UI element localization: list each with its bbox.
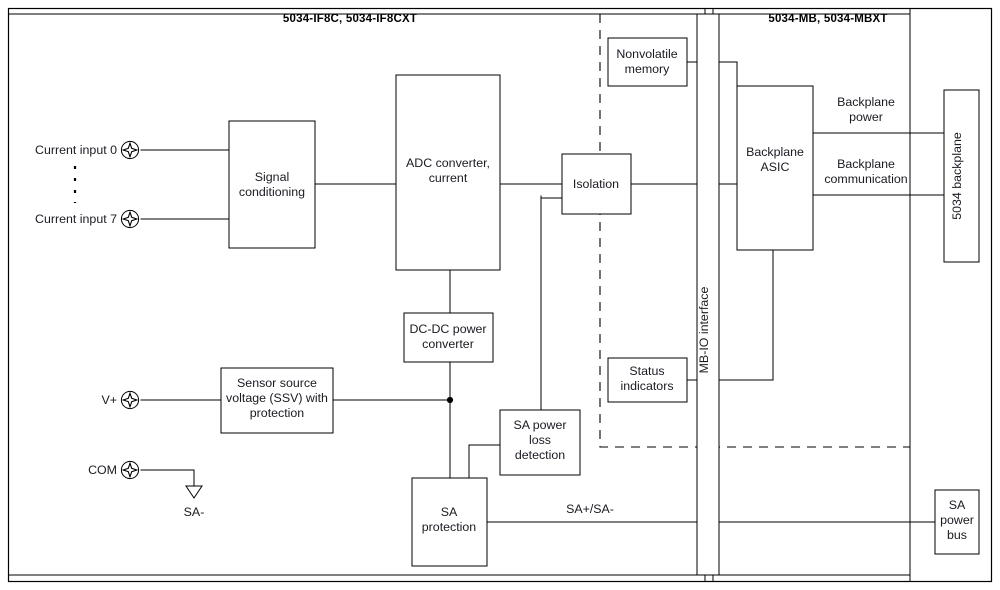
block-backplane-asic[interactable]: Backplane ASIC	[736, 85, 814, 251]
screw-terminal-cross-icon	[121, 141, 139, 159]
block-5034-backplane-label: 5034 backplane	[950, 132, 964, 220]
block-sa-power-bus[interactable]: SA power bus	[934, 489, 980, 555]
block-sa-protection-label-line2: protection	[422, 520, 477, 534]
block-mb-io-interface[interactable]: MB-IO interface	[696, 13, 720, 576]
wire-com-to-ground	[140, 469, 195, 487]
block-adc-converter[interactable]: ADC converter, current	[395, 74, 501, 271]
block-ssv-label-line2: voltage (SSV) with	[226, 391, 328, 405]
block-sa-power-bus-label-line1: SA	[949, 498, 966, 512]
block-sa-power-loss-label-line1: SA power	[513, 418, 566, 432]
block-status-indicators[interactable]: Status indicators	[607, 357, 688, 403]
screw-terminal-icon	[120, 140, 140, 160]
section-title-right: 5034-MB, 5034-MBXT	[768, 13, 887, 25]
screw-terminal-icon	[120, 209, 140, 229]
block-backplane-asic-label-line2: ASIC	[761, 160, 790, 174]
block-sensor-source-voltage[interactable]: Sensor source voltage (SSV) with protect…	[220, 367, 334, 434]
terminal-v-plus-label: V+	[101, 393, 117, 407]
screw-terminal-cross-icon	[121, 461, 139, 479]
block-backplane-asic-label-line1: Backplane	[746, 145, 804, 159]
block-5034-backplane[interactable]: 5034 backplane	[943, 89, 980, 263]
wire-label-backplane-power-line1: Backplane	[837, 95, 895, 109]
ground-symbol-sa-minus-label: SA-	[184, 505, 205, 519]
block-nonvolatile-memory-label-line2: memory	[625, 62, 671, 76]
junction-dot-power-rail	[446, 396, 454, 404]
block-dcdc-power-converter[interactable]: DC-DC power converter	[403, 312, 494, 363]
block-dcdc-power-converter-label-line1: DC-DC power	[409, 322, 486, 336]
wire-backplane-asic-to-mbio-bottom	[718, 249, 774, 381]
screw-terminal-icon	[120, 390, 140, 410]
block-isolation-label: Isolation	[573, 177, 619, 191]
block-dcdc-power-converter-label-line2: converter	[422, 337, 474, 351]
block-adc-converter-label-line2: current	[429, 171, 468, 185]
block-sa-power-loss-detection[interactable]: SA power loss detection	[499, 409, 581, 476]
diagram-outer-frame	[7, 7, 993, 583]
wire-label-sa-plus-minus: SA+/SA-	[566, 502, 614, 516]
block-adc-converter-label-line1: ADC converter,	[406, 156, 490, 170]
block-signal-conditioning-label-line1: Signal	[255, 170, 289, 184]
block-nonvolatile-memory-label-line1: Nonvolatile	[616, 47, 677, 61]
block-sa-power-bus-label-line3: bus	[947, 528, 967, 542]
block-sa-protection-label-line1: SA	[441, 505, 458, 519]
block-sa-power-loss-label-line3: detection	[515, 448, 565, 462]
wire-label-backplane-communication-line2: communication	[824, 172, 907, 186]
terminal-current-input-0[interactable]: Current input 0	[35, 140, 140, 160]
block-status-indicators-label-line1: Status	[629, 364, 664, 378]
block-signal-conditioning-label-line2: conditioning	[239, 185, 305, 199]
wire-mbio-to-backplane-asic-top	[718, 61, 738, 87]
wire-label-backplane-power-line2: power	[849, 110, 883, 124]
block-nonvolatile-memory[interactable]: Nonvolatile memory	[607, 37, 688, 87]
block-status-indicators-label-line2: indicators	[620, 379, 673, 393]
terminal-com[interactable]: COM	[88, 460, 140, 480]
screw-terminal-cross-icon	[121, 391, 139, 409]
block-sa-protection[interactable]: SA protection	[411, 477, 488, 567]
block-ssv-label-line1: Sensor source	[237, 376, 317, 390]
block-isolation[interactable]: Isolation	[561, 153, 632, 215]
screw-terminal-icon	[120, 460, 140, 480]
screw-terminal-cross-icon	[121, 210, 139, 228]
block-sa-power-loss-label-line2: loss	[529, 433, 551, 447]
block-ssv-label-line3: protection	[250, 406, 305, 420]
ground-triangle-icon	[185, 485, 203, 499]
terminal-current-input-7[interactable]: Current input 7	[35, 209, 140, 229]
terminal-com-label: COM	[88, 463, 117, 477]
wire-sa-power-loss-to-sa-protection	[468, 444, 501, 479]
block-sa-power-bus-label-line2: power	[940, 513, 974, 527]
block-mb-io-interface-label: MB-IO interface	[697, 287, 711, 374]
wire-label-backplane-communication-line1: Backplane	[837, 157, 895, 171]
terminal-v-plus[interactable]: V+	[101, 390, 140, 410]
section-title-left: 5034-IF8C, 5034-IF8CXT	[283, 13, 417, 25]
terminal-current-input-7-label: Current input 7	[35, 212, 117, 226]
terminal-current-input-0-label: Current input 0	[35, 143, 117, 157]
block-signal-conditioning[interactable]: Signal conditioning	[228, 120, 316, 249]
ground-symbol-sa-minus: SA-	[184, 485, 205, 519]
